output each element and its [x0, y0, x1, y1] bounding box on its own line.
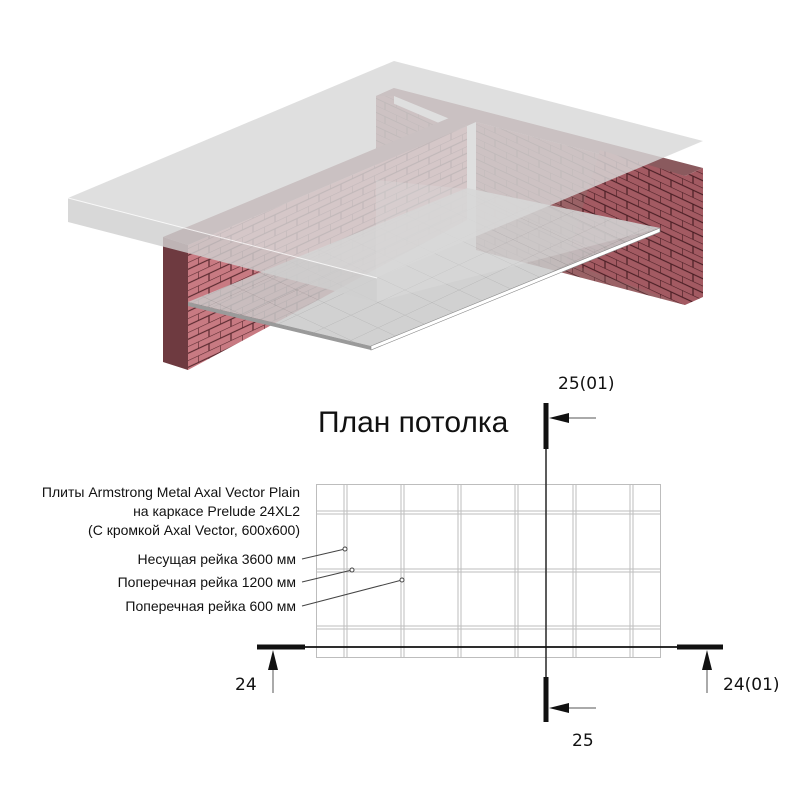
grid-horizontals — [316, 510, 660, 630]
isometric-view — [67, 61, 703, 370]
section-mark-top: 25(01) — [558, 374, 615, 394]
section-line-24: 24 24(01) — [235, 644, 780, 695]
grid-outline — [316, 484, 661, 658]
slab-front — [68, 198, 377, 302]
section-mark-left: 24 — [235, 675, 257, 695]
section-mark-bottom: 25 — [572, 731, 594, 751]
ceiling-panel-edge-right — [370, 227, 661, 351]
arrow-left-icon — [549, 703, 569, 713]
grid-verticals — [343, 484, 634, 657]
ceiling-panel — [188, 188, 660, 346]
product-note-line3: (С кромкой Axal Vector, 600x600) — [88, 522, 300, 538]
right-wall-end — [685, 168, 703, 305]
arrow-up-icon — [268, 650, 278, 670]
ceiling-grid — [316, 484, 661, 658]
arrow-up-icon — [702, 650, 712, 670]
plan-title: План потолка — [318, 406, 509, 439]
section-line-25: 25(01) 25 — [543, 374, 615, 751]
front-wall-end — [163, 237, 188, 370]
callout-point-1 — [342, 546, 348, 552]
product-note-line2: на каркасе Prelude 24XL2 — [133, 503, 300, 519]
callout-main-runner: Несущая рейка 3600 мм — [138, 551, 296, 567]
product-note-line1: Плиты Armstrong Metal Axal Vector Plain — [42, 484, 300, 500]
slab-top — [68, 61, 703, 278]
callout-point-2 — [349, 567, 355, 573]
callout-cross-tee-600: Поперечная рейка 600 мм — [125, 598, 296, 614]
arrow-left-icon — [549, 413, 569, 423]
slab-edge — [67, 197, 378, 279]
callout-point-3 — [399, 577, 405, 583]
section-mark-right: 24(01) — [723, 675, 780, 695]
callouts: Несущая рейка 3600 мм Поперечная рейка 1… — [118, 546, 405, 614]
callout-cross-tee-1200: Поперечная рейка 1200 мм — [118, 574, 296, 590]
product-note: Плиты Armstrong Metal Axal Vector Plain … — [42, 484, 300, 538]
ceiling-panel-edge — [188, 302, 371, 350]
